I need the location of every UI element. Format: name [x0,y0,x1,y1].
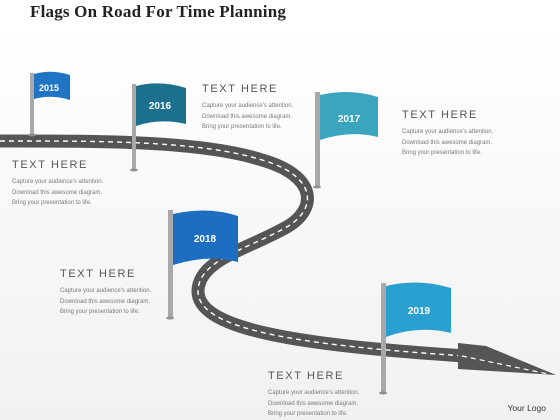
flag-year-label: 2017 [338,114,361,125]
text-block-line: Download this awesome diagram. [268,400,359,407]
flag-2018: 2018 [166,210,238,320]
flag-2016: 2016 [130,83,186,172]
text-block-2018: TEXT HERE Capture your audience's attent… [60,268,230,318]
text-block-line: Bring your presentation to life. [60,309,140,315]
flag-banner [136,83,186,126]
text-block-line: Capture your audience's attention. [60,288,152,294]
flag-2017: 2017 [313,91,378,189]
text-block-heading: TEXT HERE [202,83,278,95]
text-block-2017: TEXT HERE Capture your audience's attent… [402,109,560,159]
flag-pole [168,210,173,318]
pole-base [379,391,387,395]
flag-pole [315,92,320,187]
text-block-line: Download this awesome diagram. [402,139,493,146]
road [0,134,556,375]
text-block-line: Bring your presentation to life. [402,150,482,156]
pole-base [28,133,36,137]
text-block-line: Bring your presentation to life. [202,124,282,130]
flag-pole [132,84,136,170]
road-arrow-centerline [461,355,549,375]
road-arrowhead-tip [458,343,556,375]
page-title: Flags On Road For Time Planning [30,2,287,21]
text-block-heading: TEXT HERE [60,268,136,280]
flag-2015: 2015 [28,71,70,137]
flag-year-label: 2015 [39,83,59,93]
text-block-line: Capture your audience's attention. [12,179,104,185]
road-body [0,134,466,363]
text-block-line: Download this awesome diagram. [202,113,293,120]
flag-banner [386,282,451,337]
text-block-line: Capture your audience's attention. [202,103,294,109]
text-block-2016: TEXT HERE Capture your audience's attent… [202,83,372,133]
flag-banner [320,91,378,140]
flag-2019: 2019 [379,282,451,395]
pole-base [166,316,174,320]
text-block-heading: TEXT HERE [268,370,344,382]
pole-base [130,168,138,172]
flag-pole [381,283,386,393]
pole-base [313,185,321,189]
text-block-line: Capture your audience's attention. [268,390,360,396]
text-block-2015: TEXT HERE Capture your audience's attent… [12,159,182,209]
logo-text: Your Logo [507,403,546,413]
flag-banner [173,210,238,265]
text-block-2019: TEXT HERE Capture your audience's attent… [268,370,438,420]
text-block-line: Bring your presentation to life. [268,411,348,417]
text-block-heading: TEXT HERE [12,159,88,171]
text-block-line: Capture your audience's attention. [402,129,494,135]
text-block-line: Bring your presentation to life. [12,200,92,206]
flag-year-label: 2016 [149,101,172,112]
flag-year-label: 2018 [194,234,217,245]
flag-year-label: 2019 [408,306,431,317]
text-block-line: Download this awesome diagram. [60,298,151,305]
flag-pole [30,73,34,135]
flag-banner [34,71,70,100]
text-block-line: Download this awesome diagram. [12,189,103,196]
text-block-heading: TEXT HERE [402,109,478,121]
